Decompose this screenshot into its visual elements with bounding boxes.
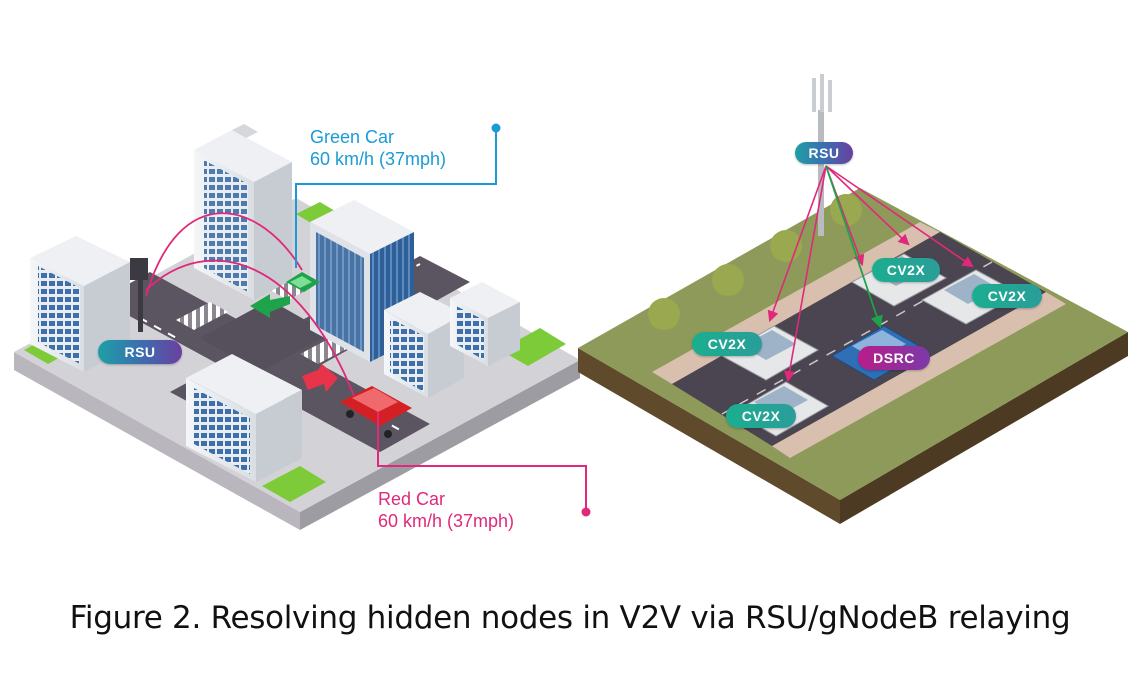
city-intersection-illustration (14, 123, 591, 530)
green-callout-leader (295, 128, 497, 268)
highway-base-side (578, 348, 840, 524)
building-tall-tower (194, 124, 292, 300)
rsu-badge-right: RSU (795, 142, 853, 164)
lane-marking (139, 317, 181, 341)
sidewalk-strip (772, 292, 1066, 458)
signal-link (825, 165, 974, 268)
green-car-speed: 60 km/h (37mph) (310, 149, 447, 169)
cv2x-badge: CV2X (692, 332, 762, 356)
highway-base-side-right (840, 332, 1128, 524)
tree (712, 264, 744, 296)
green-car-callout: Green Car 60 km/h (37mph) (310, 126, 446, 170)
tree (648, 298, 680, 330)
red-direction-arrow (302, 364, 338, 392)
signal-link (767, 165, 827, 323)
cv2x-badge: CV2X (972, 284, 1042, 308)
red-car (340, 386, 412, 438)
green-car (286, 272, 320, 292)
city-base-side-right (300, 360, 580, 530)
red-car-speed: 60 km/h (37mph) (378, 511, 515, 531)
green-car-name: Green Car (310, 127, 395, 147)
grass-patch (262, 466, 326, 502)
highway-illustration (578, 74, 1128, 524)
signal-link (784, 165, 827, 383)
signal-link (825, 165, 910, 246)
traffic-light (130, 258, 148, 332)
figure-caption: Figure 2. Resolving hidden nodes in V2V … (69, 600, 1071, 636)
building-front (186, 354, 302, 482)
signal-arc (145, 259, 355, 397)
cv2x-badge: CV2X (726, 404, 796, 428)
crosswalk (176, 302, 228, 330)
red-callout-dot (581, 507, 591, 517)
grass-patch (296, 202, 340, 226)
intersection (200, 300, 330, 372)
grass-patch (500, 328, 566, 366)
dsrc-badge: DSRC (858, 346, 930, 370)
signal-arc (145, 212, 303, 297)
red-callout-leader (377, 412, 587, 512)
city-base-side (14, 352, 300, 530)
cv2x-badge: CV2X (872, 258, 940, 282)
green-callout-dot (491, 123, 501, 133)
red-car-name: Red Car (378, 489, 446, 509)
red-car-callout: Red Car 60 km/h (37mph) (378, 488, 514, 532)
rsu-badge-left: RSU (98, 340, 182, 364)
green-direction-arrow (250, 294, 290, 318)
signal-link-dsrc (825, 165, 883, 329)
cell-tower (812, 74, 832, 236)
building-right (384, 282, 520, 398)
